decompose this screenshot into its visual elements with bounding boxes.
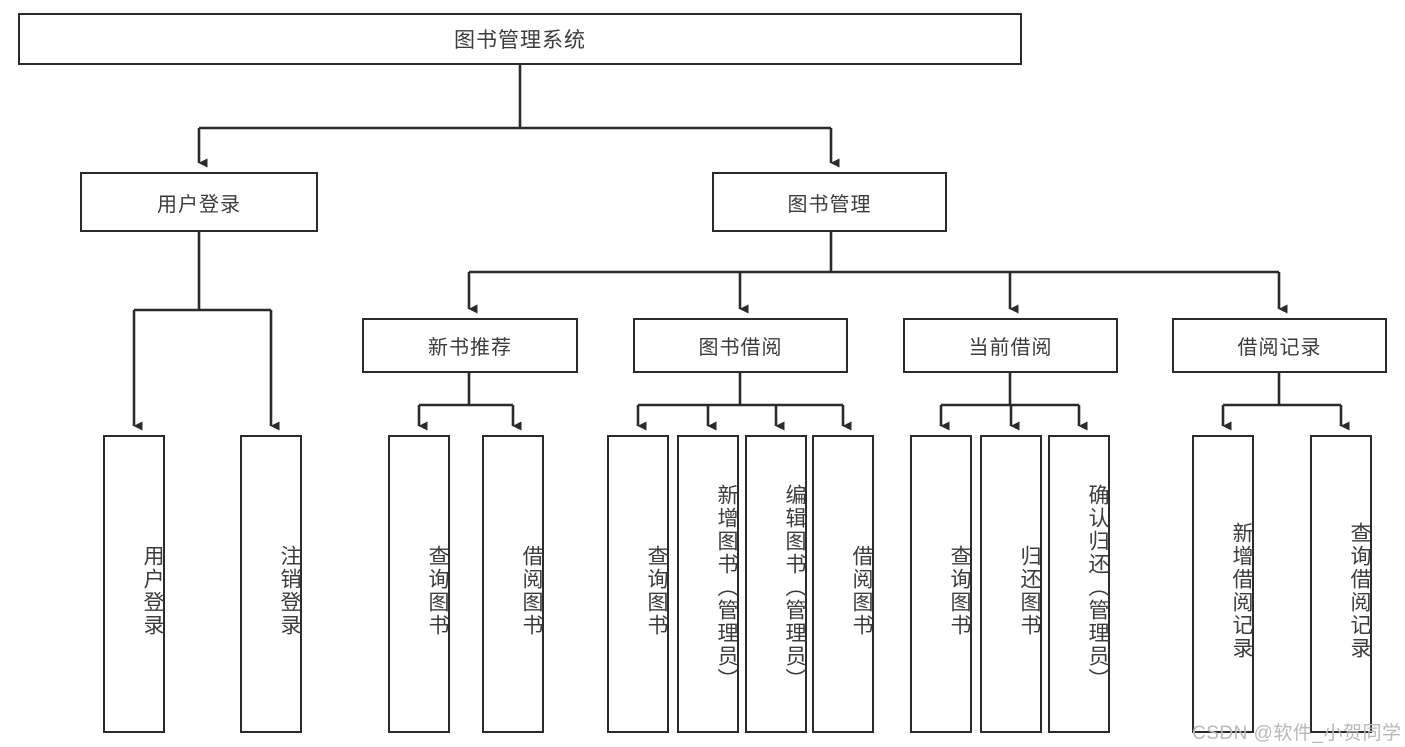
- node-label: 图书借阅: [698, 337, 783, 359]
- node-label: 用户登录: [157, 193, 241, 216]
- node-label: 查询借阅记录: [1348, 522, 1371, 660]
- leaf-return-book[interactable]: 归还图书: [980, 435, 1042, 733]
- leaf-query-book-recommend[interactable]: 查询图书: [388, 435, 450, 733]
- node-root-system[interactable]: 图书管理系统: [18, 13, 1022, 65]
- node-label: 新增图书（管理员）: [715, 483, 738, 691]
- leaf-add-book-admin[interactable]: 新增图书（管理员）: [677, 435, 739, 733]
- watermark-text: CSDN @软件_小贺同学: [1192, 723, 1402, 744]
- node-book-management[interactable]: 图书管理: [712, 172, 947, 232]
- node-label: 编辑图书（管理员）: [783, 483, 806, 691]
- node-borrow-record[interactable]: 借阅记录: [1172, 318, 1387, 373]
- leaf-query-borrow-record[interactable]: 查询借阅记录: [1310, 435, 1372, 733]
- node-label: 查询图书: [948, 545, 971, 637]
- node-label: 图书管理: [787, 193, 872, 216]
- node-new-book-recommend[interactable]: 新书推荐: [362, 318, 578, 373]
- leaf-borrow-book[interactable]: 借阅图书: [812, 435, 874, 733]
- leaf-edit-book-admin[interactable]: 编辑图书（管理员）: [745, 435, 807, 733]
- leaf-add-borrow-record[interactable]: 新增借阅记录: [1192, 435, 1254, 733]
- leaf-user-login[interactable]: 用户登录: [103, 435, 165, 733]
- node-label: 确认归还（管理员）: [1086, 483, 1109, 691]
- node-label: 图书管理系统: [454, 29, 586, 52]
- leaf-confirm-return-admin[interactable]: 确认归还（管理员）: [1048, 435, 1110, 733]
- leaf-query-book-current[interactable]: 查询图书: [910, 435, 972, 733]
- node-label: 新增借阅记录: [1230, 522, 1253, 660]
- node-label: 用户登录: [141, 545, 164, 637]
- node-current-borrow[interactable]: 当前借阅: [903, 318, 1118, 373]
- node-label: 借阅图书: [850, 545, 873, 637]
- node-label: 新书推荐: [428, 337, 512, 359]
- csdn-watermark: CSDN @软件_小贺同学: [1192, 718, 1401, 745]
- node-label: 注销登录: [278, 545, 301, 637]
- node-label: 借阅图书: [520, 545, 543, 637]
- node-label: 归还图书: [1018, 545, 1041, 637]
- node-label: 借阅记录: [1237, 337, 1322, 359]
- leaf-query-book-borrow[interactable]: 查询图书: [607, 435, 669, 733]
- leaf-logout[interactable]: 注销登录: [240, 435, 302, 733]
- leaf-borrow-book-recommend[interactable]: 借阅图书: [482, 435, 544, 733]
- node-label: 当前借阅: [968, 337, 1053, 359]
- node-label: 查询图书: [645, 545, 668, 637]
- node-user-login[interactable]: 用户登录: [80, 172, 318, 232]
- node-label: 查询图书: [426, 545, 449, 637]
- node-book-borrow[interactable]: 图书借阅: [633, 318, 848, 373]
